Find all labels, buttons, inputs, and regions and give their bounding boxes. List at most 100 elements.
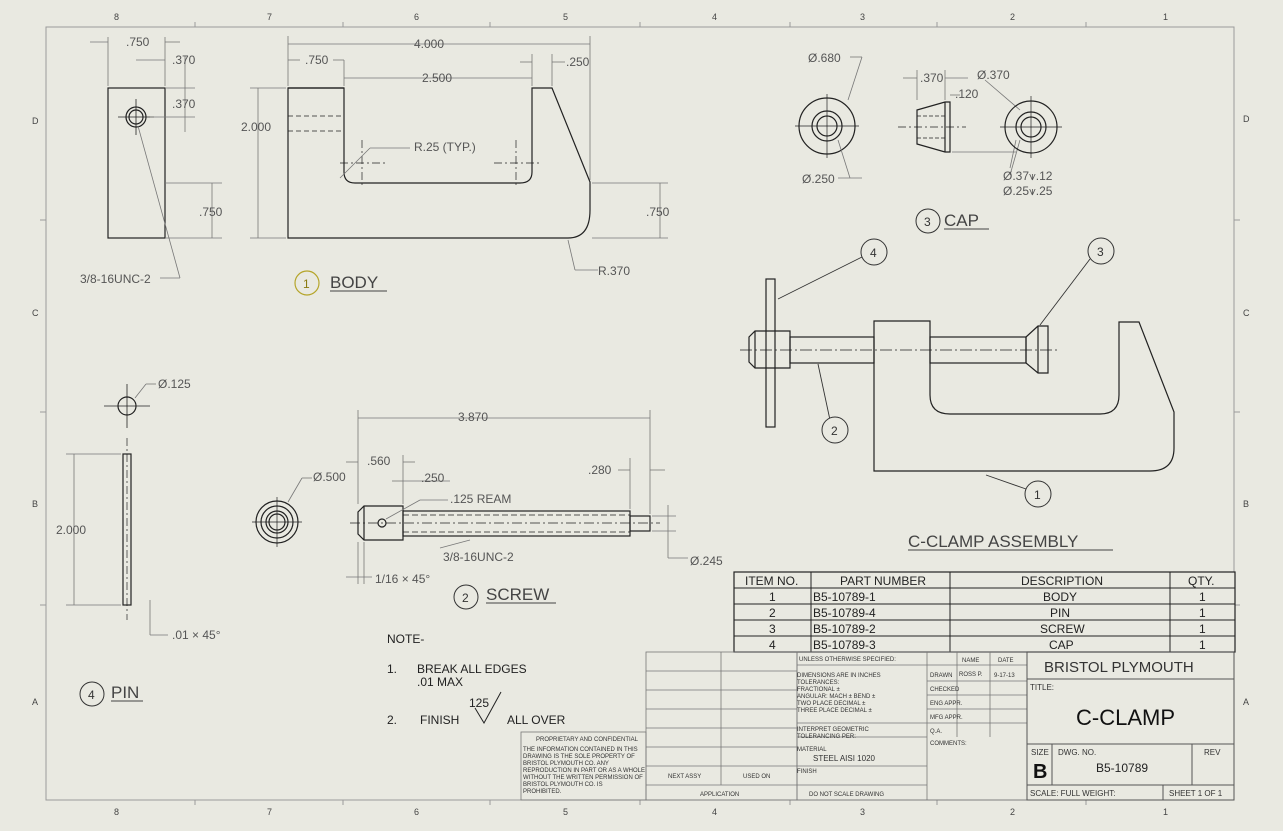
screw-dim-dia500: Ø.500 <box>313 470 346 484</box>
tb-finish-label: FINISH <box>797 769 817 775</box>
pin-dim-2000: 2.000 <box>56 523 86 537</box>
screw-view-label: SCREW <box>486 585 549 604</box>
tb-spec-line: DIMENSIONS ARE IN INCHES <box>797 673 881 679</box>
tb-proprietary-title: PROPRIETARY AND CONFIDENTIAL <box>536 737 639 743</box>
pin-dim-dia125: Ø.125 <box>158 377 191 391</box>
body-dim-750-right: .750 <box>646 205 670 219</box>
pin-view-number: 4 <box>88 688 95 702</box>
zone-col-4-bottom: 4 <box>712 807 717 817</box>
screw-dim-560: .560 <box>367 454 391 468</box>
screw-view-balloon <box>453 584 479 610</box>
tb-sheet: SHEET 1 OF 1 <box>1169 789 1223 798</box>
tb-eng-appr: ENG APPR. <box>930 701 963 707</box>
tb-dwg-no: B5-10789 <box>1096 761 1148 775</box>
zone-col-4-top: 4 <box>712 12 717 22</box>
zone-row-a-right: A <box>1243 697 1249 707</box>
zone-col-6-top: 6 <box>414 12 419 22</box>
cap-view-label: CAP <box>944 211 979 230</box>
body-dim-4000: 4.000 <box>414 37 444 51</box>
tb-comments: COMMENTS: <box>930 741 967 747</box>
note-1-sub: .01 MAX <box>417 675 463 689</box>
note-2-tail: ALL OVER <box>507 713 566 727</box>
body-dim-370-b: .370 <box>172 97 196 111</box>
tb-name-header: NAME <box>962 658 979 664</box>
assembly-balloon-4 <box>860 238 888 266</box>
tb-proprietary-line: PROHIBITED. <box>523 789 562 795</box>
cap-view-balloon <box>915 208 941 234</box>
tb-dwg-label: DWG. NO. <box>1058 748 1096 757</box>
bom-row-item: 3 <box>769 622 776 636</box>
tb-do-not-scale: DO NOT SCALE DRAWING <box>809 792 884 798</box>
body-front-view <box>287 87 591 239</box>
notes-heading: NOTE- <box>387 632 424 646</box>
pin-end-view <box>104 384 150 428</box>
note-2-text: FINISH <box>420 713 459 727</box>
bom-row-part: B5-10789-3 <box>813 638 876 652</box>
zone-row-c-left: C <box>32 308 39 318</box>
body-thread-callout: 3/8-16UNC-2 <box>80 272 151 286</box>
body-dim-r370: R.370 <box>598 264 630 278</box>
bom-header-description: DESCRIPTION <box>1021 574 1103 588</box>
tb-scale: SCALE: FULL WEIGHT: <box>1030 789 1116 798</box>
screw-dim-3870: 3.870 <box>458 410 488 424</box>
assembly-balloon-4-label: 4 <box>870 246 877 260</box>
cap-dim-370: .370 <box>920 71 944 85</box>
tb-material-label: MATERIAL <box>797 747 827 753</box>
tb-title-label: TITLE: <box>1030 683 1054 692</box>
tb-spec-line: ANGULAR: MACH ± BEND ± <box>797 694 876 700</box>
zone-row-b-left: B <box>32 499 38 509</box>
bill-of-materials: ITEM NO. PART NUMBER DESCRIPTION QTY. 1 … <box>733 571 1236 653</box>
tb-spec-line: TWO PLACE DECIMAL ± <box>797 701 866 707</box>
tb-title: C-CLAMP <box>1076 705 1175 730</box>
tb-used-on: USED ON <box>743 774 770 780</box>
zone-col-5-bottom: 5 <box>563 807 568 817</box>
body-dim-width-top: .750 <box>126 35 150 49</box>
zone-col-1-top: 1 <box>1163 12 1168 22</box>
assembly-balloon-3-label: 3 <box>1097 245 1104 259</box>
tb-application: APPLICATION <box>700 792 739 798</box>
body-dim-2000: 2.000 <box>241 120 271 134</box>
bom-row-item: 2 <box>769 606 776 620</box>
cap-dim-counterbore-2: Ø.25⩛.25 <box>1003 184 1053 198</box>
tb-company: BRISTOL PLYMOUTH <box>1044 659 1194 676</box>
tb-proprietary-line: BRISTOL PLYMOUTH CO. IS <box>523 782 603 788</box>
zone-markers: 8 7 6 5 4 3 2 1 8 7 6 5 4 3 2 1 D C B A … <box>32 12 1250 817</box>
note-1-number: 1. <box>387 662 397 676</box>
tb-spec-line: FRACTIONAL ± <box>797 687 840 693</box>
body-dim-750-side: .750 <box>199 205 223 219</box>
bom-row-qty: 1 <box>1199 590 1206 604</box>
tb-proprietary-line: THE INFORMATION CONTAINED IN THIS <box>523 747 638 753</box>
screw-dim-250: .250 <box>421 471 445 485</box>
body-side-view <box>107 87 166 239</box>
bom-row-part: B5-10789-4 <box>813 606 876 620</box>
screw-dim-dia245: Ø.245 <box>690 554 723 568</box>
notes: NOTE- 1. BREAK ALL EDGES .01 MAX 2. FINI… <box>387 632 566 727</box>
surface-finish-symbol <box>474 691 502 725</box>
tb-drawn: DRAWN <box>930 673 952 679</box>
zone-col-2-top: 2 <box>1010 12 1015 22</box>
tb-size-label: SIZE <box>1031 748 1049 757</box>
pin-view-label: PIN <box>111 683 139 702</box>
bom-row-part: B5-10789-2 <box>813 622 876 636</box>
screw-side-view <box>350 505 660 541</box>
zone-row-d-left: D <box>32 116 39 126</box>
cap-view-number: 3 <box>924 215 931 229</box>
bom-header-item-no: ITEM NO. <box>745 574 798 588</box>
tb-drawn-date: 9-17-13 <box>994 673 1015 679</box>
screw-thread-callout: 3/8-16UNC-2 <box>443 550 514 564</box>
tb-checked: CHECKED <box>930 687 960 693</box>
cap-dim-dia250: Ø.250 <box>802 172 835 186</box>
cap-side-view <box>898 101 966 153</box>
tb-spec-line: THREE PLACE DECIMAL ± <box>797 708 872 714</box>
zone-col-8-bottom: 8 <box>114 807 119 817</box>
body-dim-250: .250 <box>566 55 590 69</box>
tb-interpret-2: TOLERANCING PER: <box>797 734 856 740</box>
pin-side-view <box>122 438 132 620</box>
zone-row-c-right: C <box>1243 308 1250 318</box>
assembly-view <box>740 278 1175 472</box>
tb-next-assy: NEXT ASSY <box>668 774 701 780</box>
body-dim-750-front: .750 <box>305 53 329 67</box>
zone-col-3-bottom: 3 <box>860 807 865 817</box>
cap-dim-dia680: Ø.680 <box>808 51 841 65</box>
zone-col-7-bottom: 7 <box>267 807 272 817</box>
